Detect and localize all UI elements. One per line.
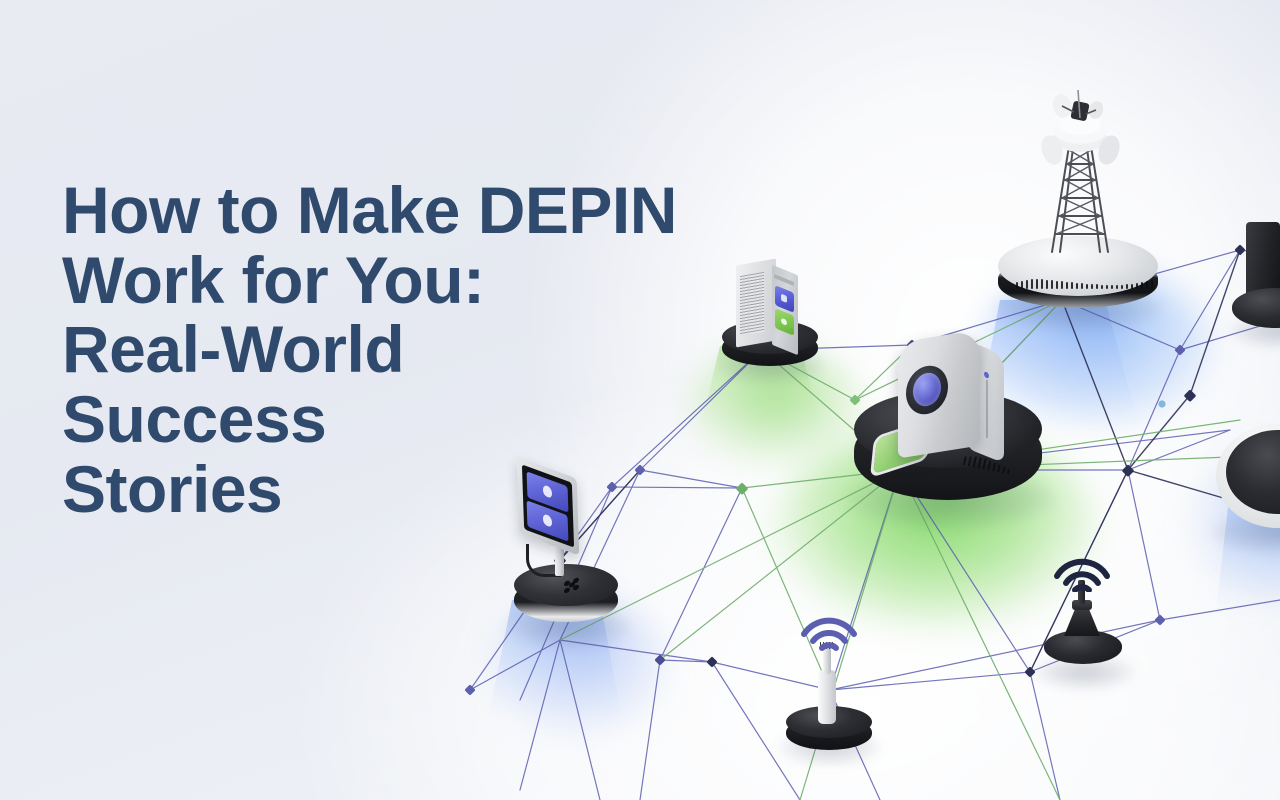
tower-vent-band	[1016, 278, 1153, 289]
headline-line-1: How to Make DEPIN	[62, 173, 677, 247]
headline-line-5: Stories	[62, 451, 283, 526]
wifi-icon	[1054, 558, 1110, 592]
headline-line-3: Real-World	[62, 312, 405, 387]
node-radio-tower[interactable]	[988, 88, 1168, 332]
headline-line-4: Success	[62, 381, 327, 456]
node-edge-hub[interactable]	[1210, 414, 1280, 554]
wifi-icon	[801, 617, 857, 651]
antenna-cone	[1064, 606, 1100, 636]
node-camera[interactable]	[836, 329, 1056, 540]
node-edge-device[interactable]	[1228, 222, 1280, 362]
camera-seam	[986, 379, 988, 439]
tower-lattice	[1041, 89, 1120, 253]
page-title: How to Make DEPIN Work for You: Real-Wor…	[62, 173, 722, 526]
headline-block: How to Make DEPIN Work for You: Real-Wor…	[62, 173, 722, 526]
headline-line-2: Work for You:	[62, 242, 485, 317]
node-wifi-antenna[interactable]	[1028, 558, 1138, 698]
mast-pole	[818, 670, 836, 724]
node-wifi-mast[interactable]	[776, 617, 886, 774]
node-server-miner[interactable]	[712, 258, 832, 388]
server-vent-grille	[740, 271, 764, 337]
